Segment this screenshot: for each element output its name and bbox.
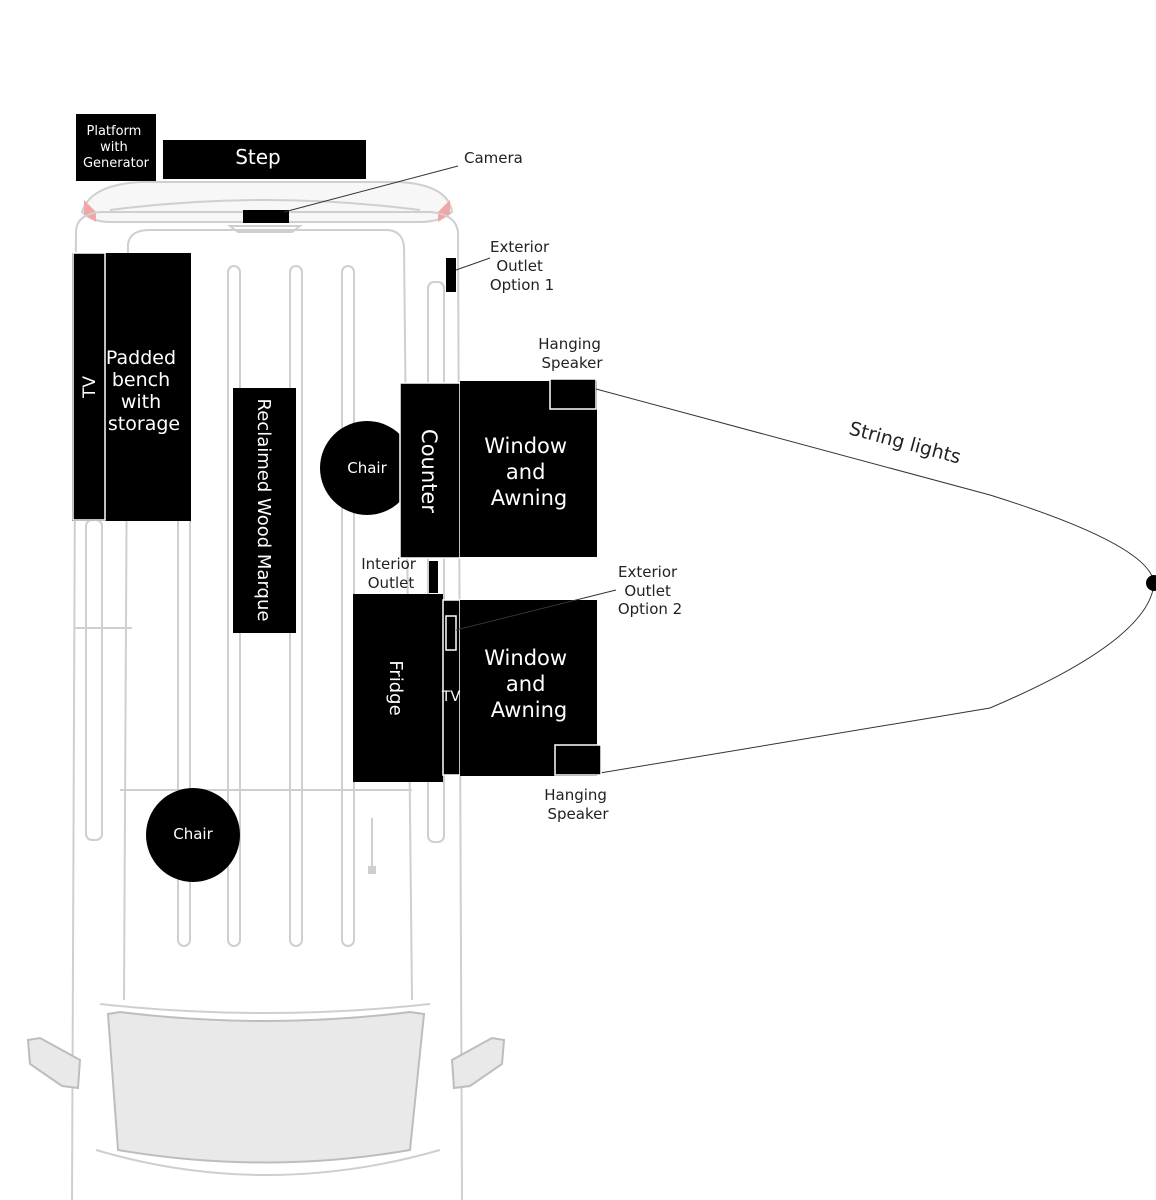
svg-text:Camera: Camera <box>464 149 523 167</box>
svg-text:Hanging Speaker: Hanging Speaker <box>538 335 605 372</box>
camera: Camera <box>243 149 523 223</box>
chair-top: Chair <box>320 421 414 515</box>
string-lights: String lights <box>595 388 1156 774</box>
svg-text:Exterior Outlet Op: Exterior Outlet Option 1 <box>490 238 554 294</box>
svg-text:TV: TV <box>441 689 461 705</box>
hanging-speaker-bottom: Hanging Speaker <box>544 744 611 823</box>
hanging-speaker-top: Hanging Speaker <box>538 335 605 410</box>
svg-text:Reclaimed Wood Marque: Reclaimed Wood Marque <box>253 399 274 622</box>
svg-text:Window and Awning: Window and Awning <box>484 646 574 722</box>
fridge: Fridge <box>353 594 443 782</box>
svg-text:Step: Step <box>235 145 281 169</box>
exterior-outlet-option-1: Exterior Outlet Option 1 <box>446 238 554 294</box>
reclaimed-wood-marque: Reclaimed Wood Marque <box>233 388 296 633</box>
svg-text:Interior Outlet: Interior Outlet <box>361 555 421 592</box>
exterior-outlet-option-2: Exterior Outlet Option 2 <box>445 563 682 651</box>
svg-text:Padded bench with: Padded bench with storage <box>106 347 182 435</box>
svg-text:Chair: Chair <box>347 459 387 477</box>
interior-outlet: Interior Outlet <box>361 555 438 593</box>
svg-text:Chair: Chair <box>173 825 213 843</box>
chair-bottom: Chair <box>146 788 240 882</box>
svg-text:Hanging Speaker: Hanging Speaker <box>544 786 611 823</box>
svg-text:Exterior Outlet Op: Exterior Outlet Option 2 <box>618 563 682 618</box>
svg-text:TV: TV <box>80 376 100 399</box>
counter: Counter <box>399 382 461 559</box>
window-and-awning-top: Window and Awning <box>460 381 597 557</box>
tv-side: TV <box>441 599 461 776</box>
tv-rear: TV <box>72 252 106 521</box>
svg-text:Counter: Counter <box>417 429 441 513</box>
svg-text:Platform with Gene: Platform with Generator <box>83 124 150 171</box>
platform-with-generator: Platform with Generator <box>76 114 156 181</box>
svg-text:Window and Awning: Window and Awning <box>484 434 574 510</box>
svg-text:Fridge: Fridge <box>385 660 406 715</box>
step: Step <box>163 140 366 179</box>
